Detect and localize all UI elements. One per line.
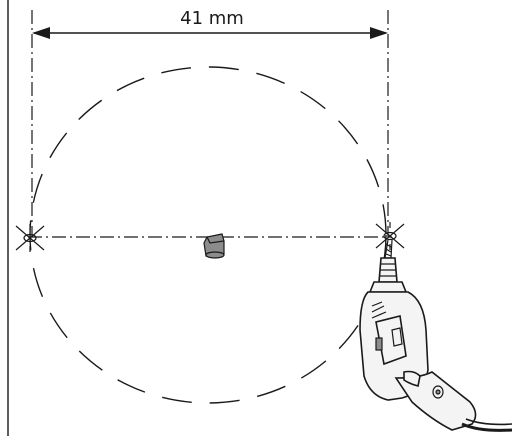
wall-plug-icon [203,233,225,259]
dimension-label: 41 mm [180,8,244,29]
drill-mark-icon [375,222,405,250]
mounting-circle-outline [29,66,387,404]
dimension-line [32,27,388,39]
drill-mark-icon [15,224,45,252]
drill-icon [359,257,512,432]
